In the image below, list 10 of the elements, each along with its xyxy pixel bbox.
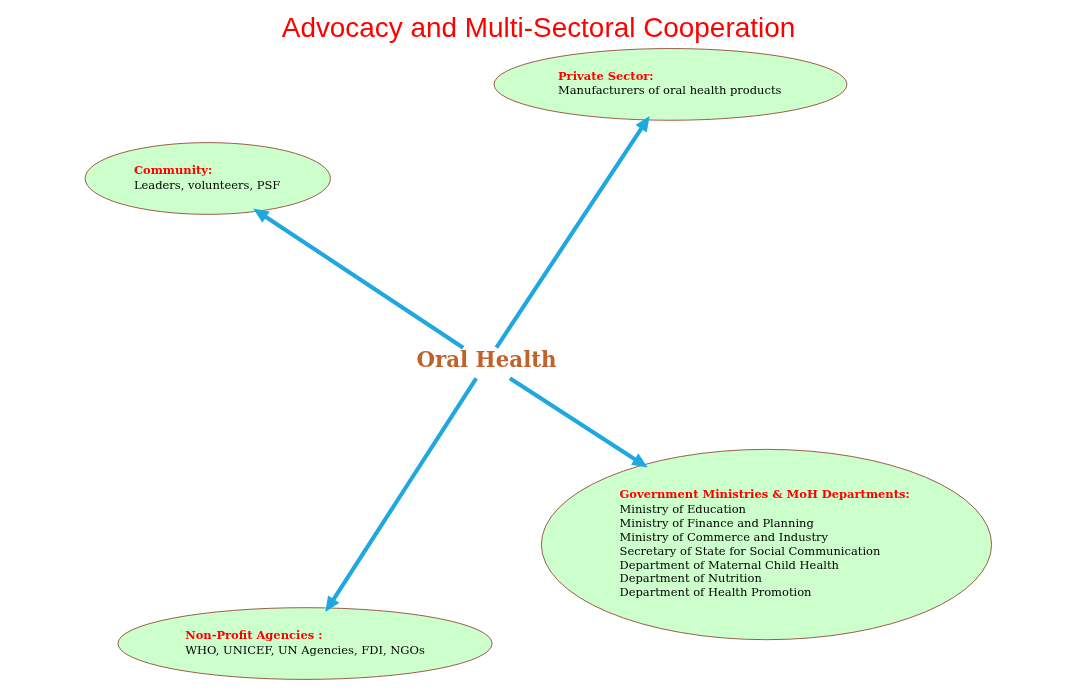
arrow — [324, 377, 478, 613]
node-ellipse: Government Ministries & MoH Departments: Ministry of Education Ministry of Finance and Planning Ministry of Commerce and Industry Secretary of State for Social Communication Department of Maternal Child Health Department of Nutrition Department of Health Promotion — [540, 448, 992, 641]
arrow — [508, 376, 648, 468]
node-ellipse: Community: Leaders, volunteers, PSF — [84, 142, 331, 215]
node-ellipse: Non-Profit Agencies : WHO, UNICEF, UN Agencies, FDI, NGOs — [117, 607, 492, 680]
arrow — [494, 115, 650, 349]
node-text: Oral Health — [415, 347, 557, 373]
diagram-title: Advocacy and Multi-Sectoral Cooperation — [281, 12, 795, 44]
node-ellipse: Private Sector: Manufacturers of oral health products — [493, 48, 847, 121]
arrow — [252, 208, 464, 350]
